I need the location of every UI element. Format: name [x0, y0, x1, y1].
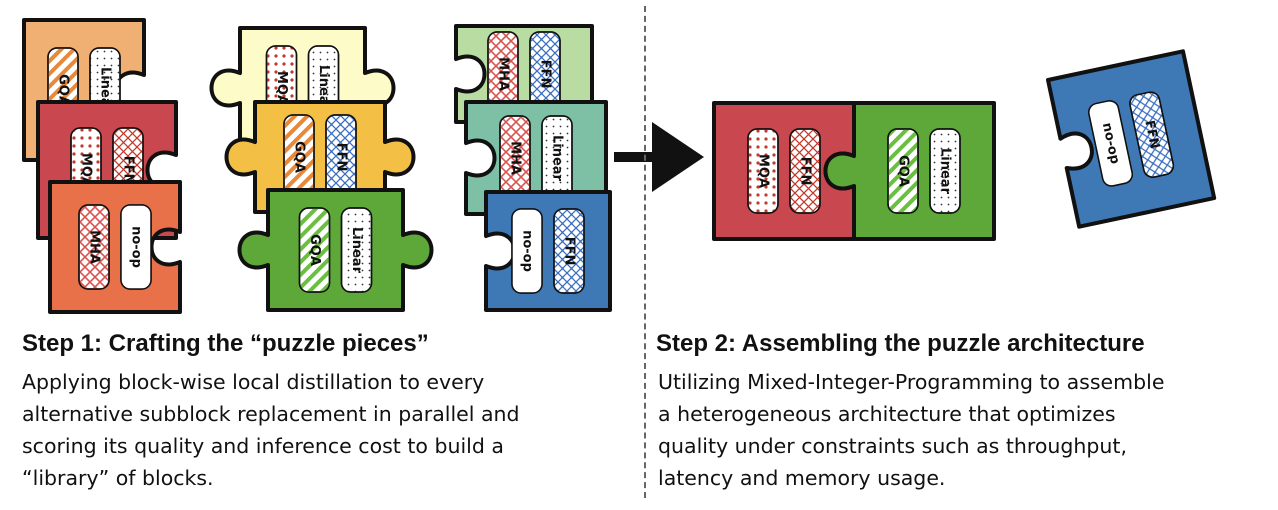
block-pill-ffn: FFN	[1129, 91, 1175, 178]
block-label: FFN	[562, 237, 577, 266]
puzzle-piece-shape	[484, 190, 612, 312]
puzzle-piece-gqa-ffn: GQA FFN	[224, 100, 416, 214]
step2-line: a heterogeneous architecture that optimi…	[658, 402, 1116, 426]
right-arrow-icon	[614, 122, 704, 192]
block-pill-ffn: FFN	[325, 114, 357, 200]
puzzle-piece-no-op-ffn: no-op FFN	[484, 190, 612, 312]
step1-line: “library” of blocks.	[22, 466, 214, 490]
puzzle-piece-mha-no-op: MHA no-op	[48, 180, 182, 314]
block-label: Linear	[938, 148, 953, 195]
step2-title: Step 2: Assembling the puzzle architectu…	[656, 330, 1145, 357]
block-label: GQA	[292, 141, 307, 173]
block-pill-gqa: GQA	[887, 128, 919, 214]
block-pill-pattern	[298, 207, 331, 293]
block-pill-mha: MHA	[499, 115, 531, 201]
step2-line: quality under constraints such as throug…	[658, 434, 1127, 458]
block-label: FFN	[1141, 119, 1162, 150]
block-label: GQA	[56, 74, 71, 106]
puzzle-piece-gqa-linear: GQA Linear	[823, 101, 996, 241]
block-pill-no-op: no-op	[511, 208, 543, 294]
block-pill-pattern	[1129, 91, 1175, 178]
step2-line: Utilizing Mixed-Integer-Programming to a…	[658, 370, 1165, 394]
block-label: no-op	[520, 230, 535, 272]
block-label: Linear	[349, 227, 364, 274]
block-label: MHA	[496, 57, 511, 91]
block-pill-pattern	[553, 208, 585, 294]
block-label: MQA	[79, 153, 94, 187]
block-label: MHA	[508, 141, 523, 175]
block-pill-pattern	[887, 128, 919, 214]
block-label: FFN	[798, 157, 813, 186]
block-label: Linear	[316, 65, 331, 112]
block-label: FFN	[334, 143, 349, 172]
section-divider	[644, 6, 646, 498]
block-pill-pattern	[747, 128, 779, 214]
step2-line: latency and memory usage.	[658, 466, 946, 490]
step1-description: Applying block-wise local distillation t…	[22, 366, 632, 494]
block-pill-pattern	[340, 207, 373, 293]
puzzle-piece-gqa-linear: GQA Linear	[237, 188, 434, 312]
block-pill-pattern	[929, 128, 961, 214]
block-pill-ffn: FFN	[553, 208, 585, 294]
puzzle-piece-no-op-ffn: no-op FFN	[1046, 49, 1217, 229]
block-label: no-op	[129, 226, 144, 268]
block-label: Linear	[550, 135, 565, 182]
block-pill-pattern	[120, 204, 152, 290]
block-pill-pattern	[511, 208, 543, 294]
puzzle-piece-shape	[1046, 49, 1217, 229]
block-label: MHA	[87, 230, 102, 264]
step1-line: Applying block-wise local distillation t…	[22, 370, 485, 394]
block-pill-mha: MHA	[78, 204, 110, 290]
block-pill-gqa: GQA	[298, 207, 331, 293]
block-pill-no-op: no-op	[1088, 100, 1134, 187]
block-label: FFN	[121, 156, 136, 185]
block-pill-mqa: MQA	[747, 128, 779, 214]
block-label: GQA	[307, 234, 322, 266]
block-pill-linear: Linear	[541, 115, 573, 201]
step1-title: Step 1: Crafting the “puzzle pieces”	[22, 330, 429, 357]
puzzle-piece-shape	[48, 180, 182, 314]
puzzle-piece-shape	[237, 188, 434, 312]
block-pill-linear: Linear	[340, 207, 373, 293]
block-pill-mha: MHA	[487, 31, 519, 117]
block-pill-gqa: GQA	[283, 114, 315, 200]
block-pill-ffn: FFN	[529, 31, 561, 117]
step2-description: Utilizing Mixed-Integer-Programming to a…	[658, 366, 1268, 494]
block-pill-no-op: no-op	[120, 204, 152, 290]
puzzle-piece-mha-ffn: MHA FFN	[454, 24, 594, 124]
block-pill-pattern	[1088, 100, 1134, 187]
block-label: MQA	[756, 154, 771, 188]
block-label: FFN	[538, 60, 553, 89]
block-label: MQA	[274, 71, 289, 105]
step1-line: alternative subblock replacement in para…	[22, 402, 520, 426]
block-pill-pattern	[78, 204, 110, 290]
block-label: GQA	[896, 155, 911, 187]
puzzle-piece-mha-linear: MHA Linear	[464, 100, 608, 216]
block-pill-ffn: FFN	[789, 128, 821, 214]
step1-line: scoring its quality and inference cost t…	[22, 434, 504, 458]
block-pill-pattern	[789, 128, 821, 214]
block-pill-linear: Linear	[929, 128, 961, 214]
